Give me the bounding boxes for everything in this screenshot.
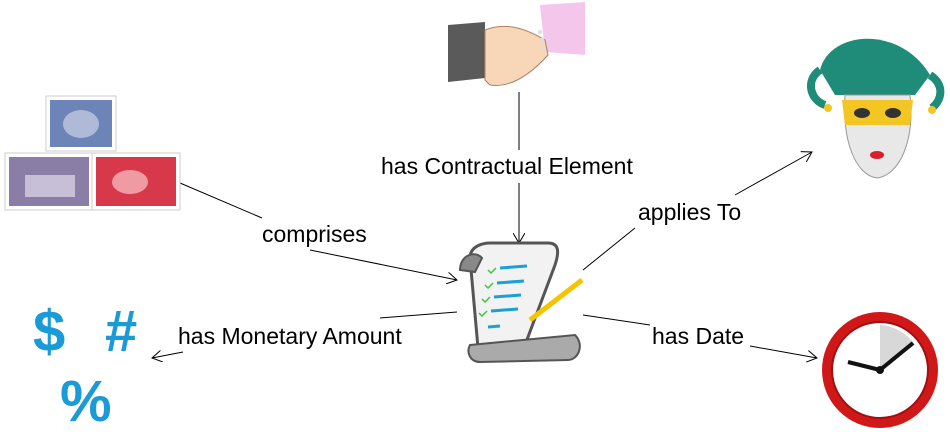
edge-applies-to — [582, 152, 812, 271]
edge-has-date — [582, 314, 817, 358]
contract-scroll-icon — [458, 241, 584, 364]
edge-label-has-date: has Date — [652, 322, 745, 350]
percent-symbol: % — [60, 369, 112, 434]
clock-icon — [822, 312, 938, 428]
edge-label-has-contractual-element: has Contractual Element — [381, 152, 633, 180]
edge-label-applies-to: applies To — [638, 198, 742, 226]
edge-label-comprises: comprises — [262, 220, 367, 248]
edge-comprises — [179, 182, 457, 280]
edge-has-monetary-amount — [152, 311, 458, 358]
dollar-symbol: $ — [33, 299, 66, 364]
handshake-icon — [448, 2, 585, 86]
jester-mask-icon — [807, 38, 945, 179]
hash-symbol: # — [105, 299, 138, 364]
edge-label-has-monetary-amount: has Monetary Amount — [178, 322, 402, 350]
postage-stamps-icon — [4, 95, 181, 211]
